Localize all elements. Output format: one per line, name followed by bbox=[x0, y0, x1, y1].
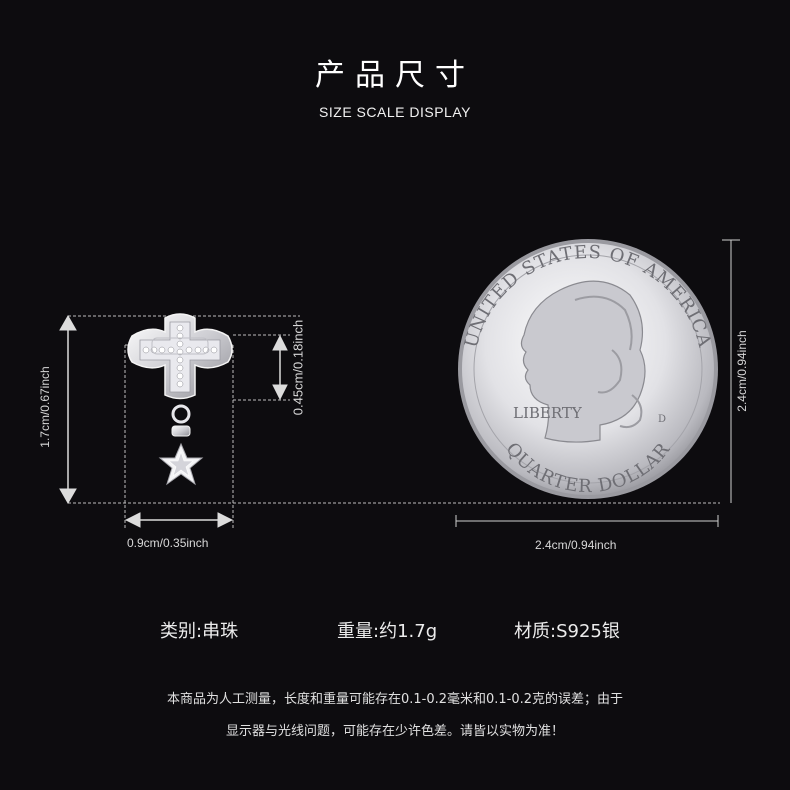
page-subtitle: SIZE SCALE DISPLAY bbox=[319, 104, 471, 120]
cross-charm bbox=[127, 313, 233, 486]
spec-category-label: 类别: bbox=[160, 621, 203, 642]
spec-weight-label: 重量: bbox=[337, 621, 380, 642]
spec-material-label: 材质: bbox=[514, 621, 557, 642]
coin-width-arrow bbox=[455, 515, 719, 527]
page-title: 产品尺寸 bbox=[315, 58, 475, 93]
spec-category-value: 串珠 bbox=[202, 621, 239, 642]
disclaimer-line-1: 本商品为人工测量，长度和重量可能存在0.1-0.2毫米和0.1-0.2克的误差；… bbox=[166, 692, 624, 707]
spec-material-value: S925银 bbox=[556, 621, 620, 642]
coin-width-label: 2.4cm/0.94inch bbox=[535, 538, 617, 552]
charm-height-arrow bbox=[59, 314, 77, 505]
spec-material: 材质:S925银 bbox=[514, 617, 620, 643]
coin-mint-mark: D bbox=[658, 414, 666, 425]
spec-weight: 重量:约1.7g bbox=[337, 617, 437, 643]
charm-width-label: 0.9cm/0.35inch bbox=[127, 536, 209, 550]
spec-weight-value: 约1.7g bbox=[379, 621, 438, 642]
coin-height-arrow bbox=[722, 239, 740, 503]
quarter-coin bbox=[458, 239, 718, 499]
coin-top-text: UNITED STATES OF AMERICA bbox=[461, 242, 716, 350]
cross-height-label: 0.45cm/0.18inch bbox=[290, 319, 306, 416]
coin-liberty-text: LIBERTY bbox=[513, 404, 583, 422]
charm-width-arrow bbox=[124, 512, 234, 528]
coin-bottom-text: QUARTER DOLLAR bbox=[501, 439, 674, 498]
coin-height-label: 2.4cm/0.94inch bbox=[735, 330, 749, 412]
cross-height-arrow bbox=[272, 334, 288, 401]
spec-category: 类别:串珠 bbox=[160, 617, 238, 643]
disclaimer-line-2: 显示器与光线问题，可能存在少许色差。请皆以实物为准！ bbox=[225, 724, 564, 739]
charm-height-label: 1.7cm/0.67inch bbox=[38, 366, 52, 448]
